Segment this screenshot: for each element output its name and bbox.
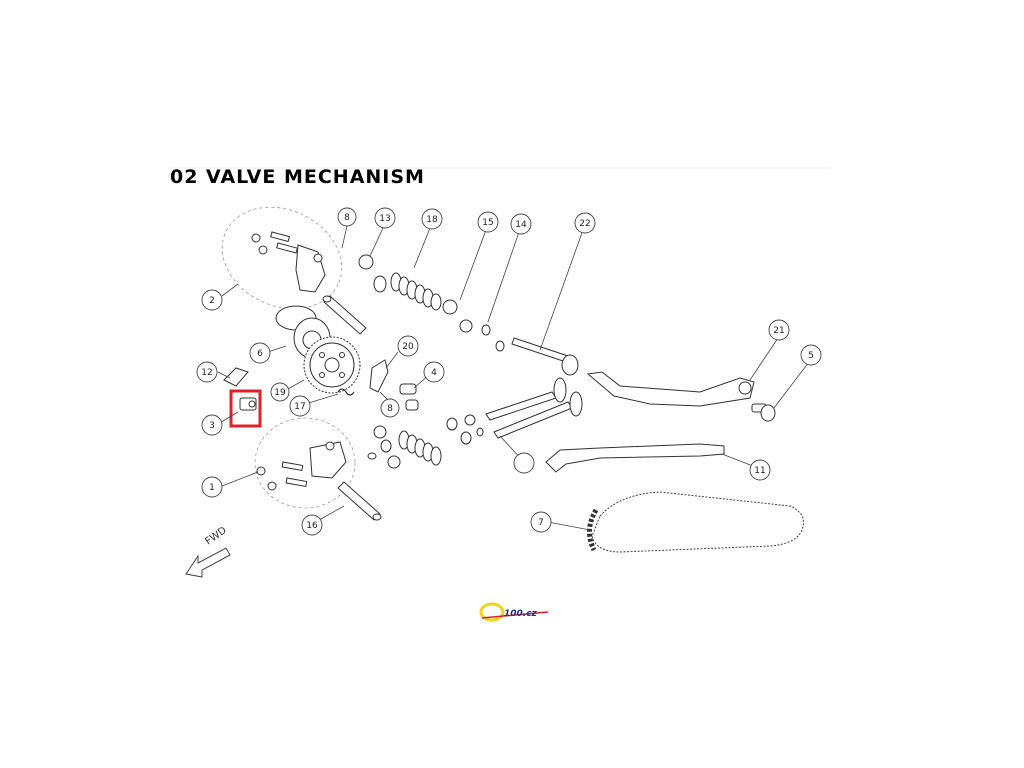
callout-6: 6	[257, 349, 263, 359]
brand-logo: 100.cz	[479, 602, 549, 622]
callout-numbers: 2 6 8 13 18 15 14 22 21 5 12 3 19 17 20 …	[201, 213, 814, 531]
callout-5: 5	[808, 351, 814, 361]
callout-11: 12	[201, 368, 212, 378]
valve-springs-upper	[358, 254, 505, 352]
cam-chain	[587, 491, 804, 553]
callout-1: 1	[209, 483, 215, 493]
forward-label: FWD	[203, 525, 229, 548]
plate-11	[223, 367, 249, 387]
forward-arrow-icon	[185, 547, 231, 578]
callout-14: 15	[482, 218, 493, 228]
highlight-box-part-3	[229, 389, 262, 428]
callout-20: 21	[773, 326, 784, 336]
bolt-3	[239, 397, 257, 411]
callout-3: 3	[209, 421, 215, 431]
rocker-shaft-upper	[322, 295, 367, 335]
logo-text: 100.cz	[504, 609, 538, 619]
callout-8-top: 8	[344, 213, 350, 223]
chain-guide	[586, 371, 755, 407]
callout-circles	[196, 207, 822, 536]
callout-12: 13	[379, 214, 390, 224]
callout-15: 16	[306, 521, 318, 531]
group-outline-2	[221, 206, 343, 310]
cam-sprocket	[303, 336, 361, 394]
tensioner-blade	[545, 443, 725, 473]
diagram-title: 02 VALVE MECHANISM	[170, 166, 425, 188]
bolt-5	[751, 403, 776, 422]
callout-19: 20	[402, 342, 414, 352]
valve-springs-lower	[367, 414, 484, 469]
tensioner-19	[369, 359, 389, 393]
rocker-arm-upper	[251, 231, 326, 293]
push-rod	[511, 337, 579, 376]
callout-2: 2	[209, 296, 215, 306]
valves	[485, 377, 583, 439]
pin-4	[399, 383, 419, 411]
group-outline-1	[254, 417, 356, 509]
callout-10: 11	[754, 466, 765, 476]
spring-clip-16	[337, 388, 355, 396]
callout-16: 17	[294, 402, 305, 412]
rocker-arm-lower	[256, 441, 347, 491]
callout-18: 19	[274, 388, 286, 398]
callout-4: 4	[431, 368, 437, 378]
rocker-shaft-lower	[337, 481, 382, 521]
callout-17: 18	[426, 215, 438, 225]
callout-7: 7	[538, 518, 544, 528]
callout-22: 22	[579, 219, 590, 229]
callout-8-lower: 8	[387, 404, 393, 414]
callout-13: 14	[515, 220, 527, 230]
